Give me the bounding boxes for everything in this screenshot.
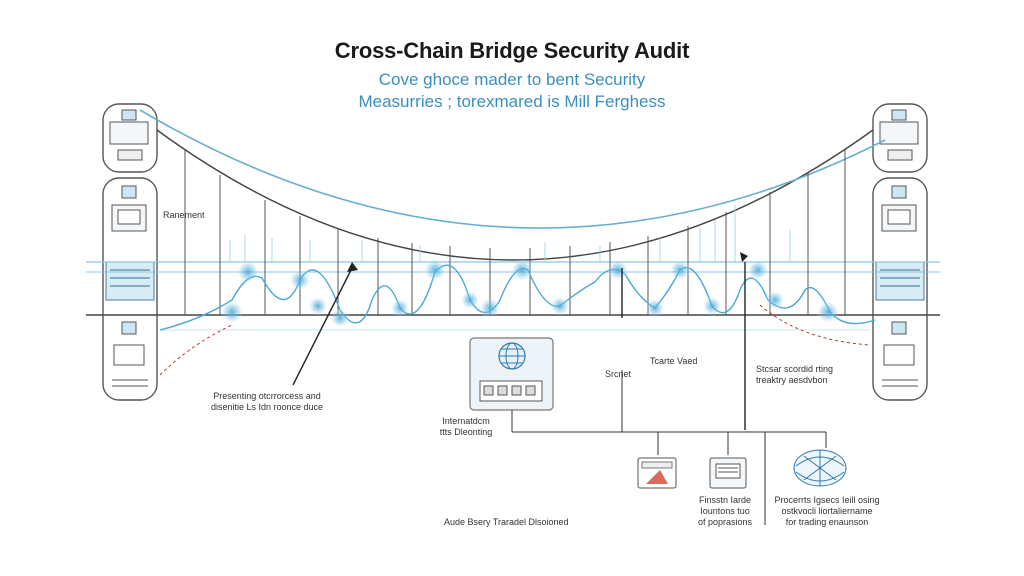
signal-ticks <box>229 205 791 262</box>
label-mid-small: Srcnet <box>605 369 632 379</box>
network-mesh-icon <box>793 449 847 487</box>
subtitle-line-1: Cove ghoce mader to bent Security <box>378 70 646 89</box>
label-right-callout: Stcsar scordid rting treaktry aesdvbon <box>756 364 834 385</box>
left-pointer-arrowhead <box>347 262 358 272</box>
label-mid-right: Tcarte Vaed <box>650 356 698 366</box>
network-nodes <box>220 258 840 328</box>
label-left-callout: Presenting otcrrorcess and disenitie Ls … <box>210 391 324 412</box>
connector-lines <box>511 370 827 525</box>
right-chain-tower <box>872 103 928 401</box>
subtitle-line-2: Measurries ; torexmared is Mill Ferghess <box>358 92 666 111</box>
page-title: Cross-Chain Bridge Security Audit <box>334 38 690 63</box>
alert-card-icon <box>637 457 677 489</box>
alert-paths <box>159 304 871 376</box>
monitoring-dashboard-box <box>469 337 554 411</box>
pointer-lines <box>292 262 746 430</box>
cable-hangers <box>184 150 846 315</box>
data-flow-wave <box>159 264 876 331</box>
label-bottom-mid: Finsstn Iarde Iountons tuo of poprasions <box>697 495 753 527</box>
label-bottom-left: Aude Bsery Traradel Dlsoioned <box>444 517 569 527</box>
label-center-box: Internatdcm ttts Dleonting <box>439 416 493 437</box>
label-bottom-right: Procerrts Igsecs Ieill osing ostkvocli l… <box>774 495 880 527</box>
server-panel-icon <box>709 457 747 489</box>
suspension-cables <box>139 109 886 261</box>
left-chain-tower <box>102 103 158 401</box>
label-left-tower: Ranement <box>163 210 205 220</box>
right-pointer-arrowhead <box>740 252 748 262</box>
